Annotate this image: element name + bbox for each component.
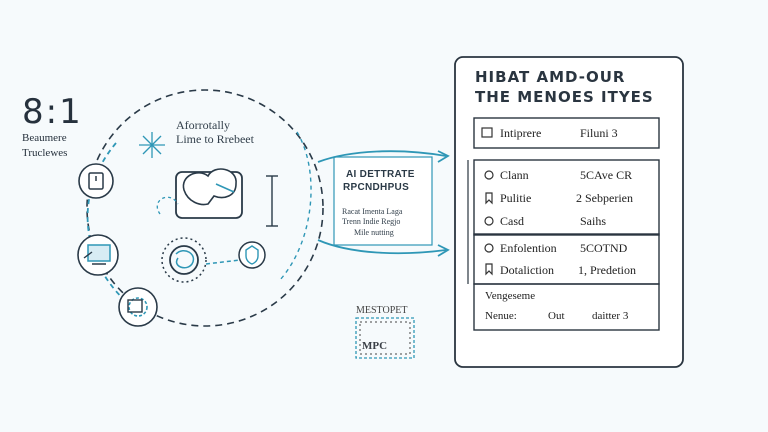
inner-dashed-curve <box>156 196 179 215</box>
middle-box <box>333 156 433 246</box>
middle-title-line2: RPCNDHPUS <box>343 182 410 193</box>
middle-title-line1: AI DETTRATE <box>346 169 415 180</box>
row-bookmark-icon <box>485 263 493 276</box>
row-bookmark-icon <box>485 192 493 205</box>
details-card <box>454 56 684 368</box>
stamp-graphic <box>355 317 415 359</box>
gear-icon <box>118 287 158 327</box>
card-title-line1: HIBAT AMD-OUR <box>475 68 626 86</box>
group2-row2-label: Dotaliction <box>500 263 554 277</box>
stamp-label: MPC <box>362 340 388 352</box>
left-subtitle-line2: Truclewes <box>22 147 68 159</box>
circle-text-line1: Aforrotally <box>176 118 230 132</box>
group1-row2-label: Pulitie <box>500 191 532 205</box>
footer-title: Vengeseme <box>485 290 536 302</box>
card-title-line2: THE MENOES ITYES <box>475 88 654 106</box>
footer-label: Nenue: <box>485 310 517 322</box>
top-row-value: Filuni 3 <box>580 126 618 140</box>
teal-right-arc <box>279 131 312 281</box>
arrow-top <box>317 150 447 163</box>
document-phone-icon <box>78 163 114 199</box>
list-icon <box>481 127 493 138</box>
middle-sub-line2: Trenn Indie Regjo <box>342 217 401 226</box>
middle-sub-line1: Racat Imenta Laga <box>342 207 403 216</box>
footer-mid: Out <box>548 310 565 322</box>
monitor-icon <box>77 234 119 276</box>
top-row-label: Intiprere <box>500 126 542 140</box>
cloud-icon <box>175 168 243 219</box>
footer-value: daitter 3 <box>592 310 629 322</box>
row-circle-icon <box>484 170 494 180</box>
stamp-top-text: MESTOPET <box>356 305 408 316</box>
ratio-label: 8:1 <box>22 92 83 132</box>
bracket-line <box>266 175 278 227</box>
spiral-icon <box>161 237 207 283</box>
top-row-box <box>473 117 660 149</box>
arrow-top-head <box>437 150 450 163</box>
left-subtitle-line1: Beaumere <box>22 132 67 144</box>
spiral-shield-connector <box>205 259 241 265</box>
group1-row3-value: Saihs <box>580 214 607 228</box>
group2-row1-value: 5COTND <box>580 241 628 255</box>
group1-row1-value: 5CAve CR <box>580 168 633 182</box>
snowflake-icon <box>139 132 165 158</box>
circle-text-line2: Lime to Rrebeet <box>176 132 254 146</box>
group2-row1-label: Enfolention <box>500 241 557 255</box>
middle-sub-line3: Mile nutting <box>354 228 394 237</box>
group1-row3-label: Casd <box>500 214 524 228</box>
row-circle-icon <box>484 243 494 253</box>
group1-row1-label: Clann <box>500 168 529 182</box>
group2-row2-value: 1, Predetion <box>578 263 636 277</box>
row-circle-icon <box>484 216 494 226</box>
shield-icon <box>238 241 266 269</box>
arrow-bottom <box>317 239 447 255</box>
main-dashed-circle <box>86 89 324 327</box>
group1-box <box>473 159 660 236</box>
arrow-bottom-head <box>437 244 450 257</box>
group1-row2-value: 2 Sebperien <box>576 191 633 205</box>
footer-box <box>473 283 660 331</box>
